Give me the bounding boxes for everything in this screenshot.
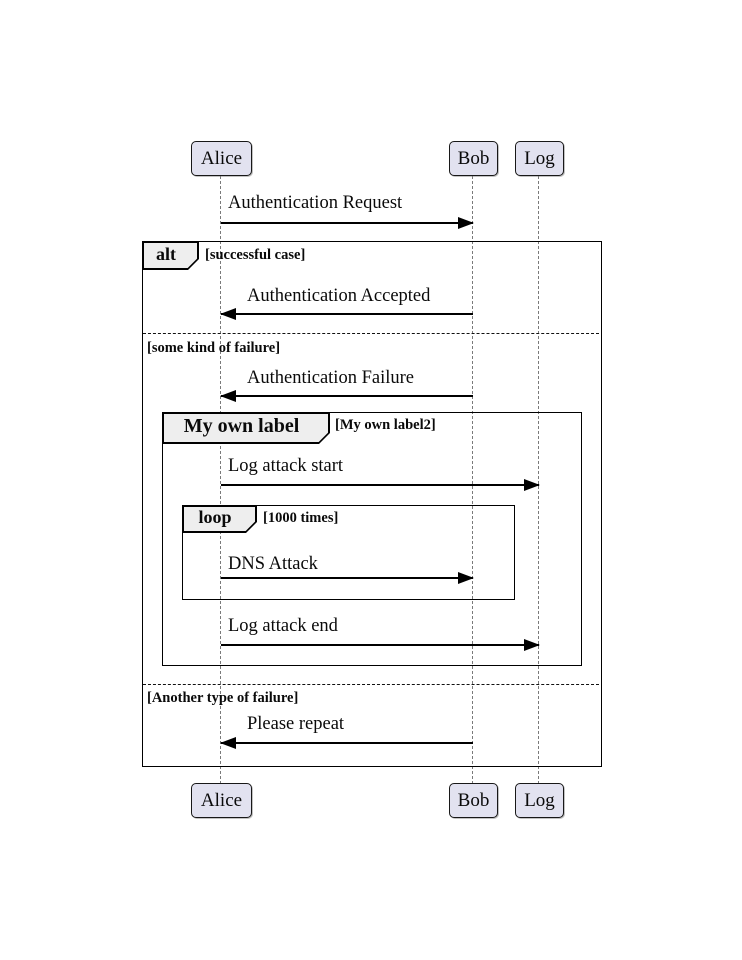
alt-condition-3: [Another type of failure] (147, 690, 299, 706)
message-authentication-accepted: Authentication Accepted (247, 286, 431, 306)
message-log-attack-start: Log attack start (228, 456, 344, 476)
participant-bob-bottom: Bob (449, 783, 498, 818)
alt-condition-1: [successful case] (205, 247, 306, 263)
message-authentication-request: Authentication Request (228, 193, 403, 213)
loop-operator-label: loop (198, 507, 232, 527)
group-fragment-frame (162, 412, 582, 666)
alt-fragment-tab: alt (142, 241, 199, 270)
participant-bob-top: Bob (449, 141, 498, 176)
loop-fragment-tab: loop (182, 505, 257, 533)
participant-log-top: Log (515, 141, 564, 176)
participant-alice-top: Alice (191, 141, 252, 176)
participant-alice-bottom: Alice (191, 783, 252, 818)
lifeline-alice (220, 176, 221, 784)
group-fragment-tab-fill (164, 414, 329, 443)
participant-bob-bottom-label: Bob (457, 790, 490, 811)
group-operator-label: My own label (183, 415, 300, 437)
group-condition: [My own label2] (335, 417, 436, 433)
participant-log-bottom: Log (515, 783, 564, 818)
loop-fragment-frame (182, 505, 515, 600)
lifeline-bob (472, 176, 473, 784)
message-log-attack-end: Log attack end (228, 616, 338, 636)
alt-divider-2 (143, 684, 599, 685)
arrow-authentication-failure (220, 390, 473, 402)
message-authentication-failure: Authentication Failure (247, 368, 414, 388)
participant-bob-top-label: Bob (457, 148, 490, 169)
alt-divider-1 (143, 333, 599, 334)
loop-fragment-tab-fill (184, 507, 256, 532)
arrow-please-repeat (220, 737, 473, 749)
arrow-dns-attack (221, 572, 474, 584)
participant-alice-bottom-label: Alice (200, 790, 243, 811)
participant-log-bottom-label: Log (524, 790, 555, 811)
alt-condition-2: [some kind of failure] (147, 340, 281, 356)
alt-operator-label: alt (156, 243, 176, 264)
arrow-log-attack-end (221, 639, 540, 651)
participant-alice-top-label: Alice (200, 148, 243, 169)
message-please-repeat: Please repeat (247, 714, 345, 734)
arrow-authentication-request (221, 217, 474, 229)
loop-condition: [1000 times] (263, 510, 339, 526)
message-dns-attack: DNS Attack (228, 554, 318, 574)
alt-fragment-frame (142, 241, 602, 767)
arrow-log-attack-start (221, 479, 540, 491)
arrow-authentication-accepted (220, 308, 473, 320)
participant-log-top-label: Log (524, 148, 555, 169)
alt-fragment-tab-fill (144, 243, 198, 269)
group-fragment-tab: My own label (162, 412, 330, 444)
